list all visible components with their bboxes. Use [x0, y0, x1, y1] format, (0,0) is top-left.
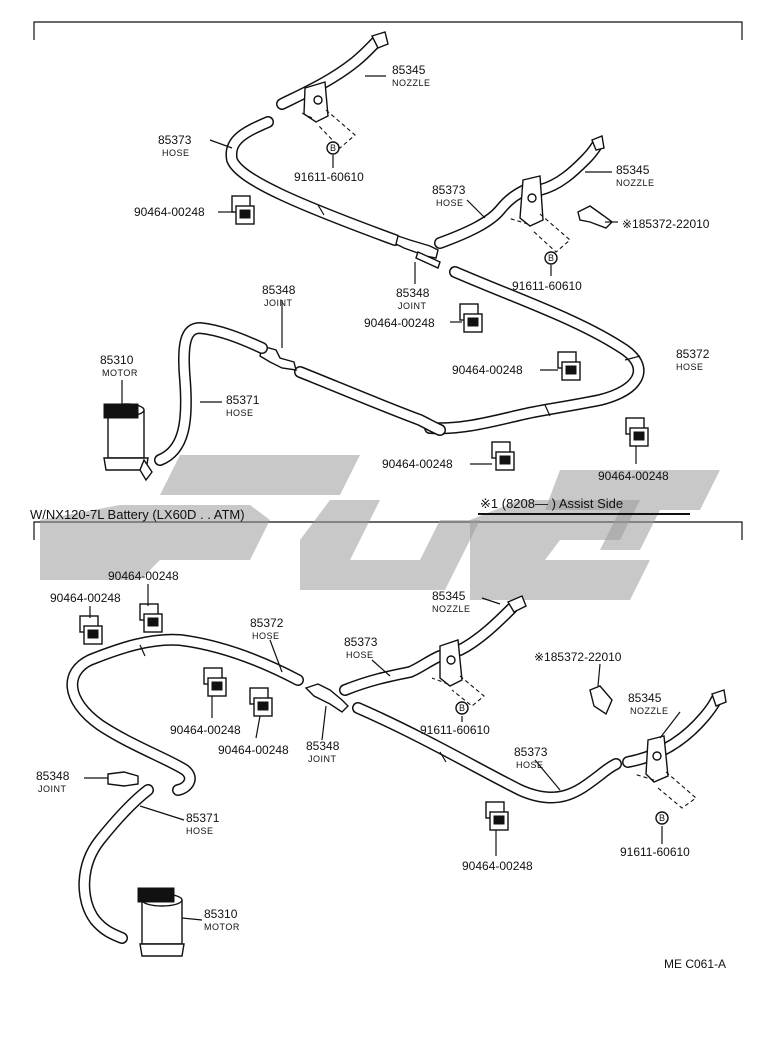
clamp-icon: [249, 687, 273, 717]
label-part-number: 90464-00248: [170, 723, 241, 737]
label-part-number: 91611-60610: [512, 279, 582, 293]
bottom-diagram: B B: [36, 569, 727, 971]
label-part-name: HOSE: [436, 198, 464, 208]
clamp-icon: [203, 667, 227, 697]
label-part-name: HOSE: [516, 760, 544, 770]
clamp-icon: [625, 417, 649, 447]
battery-caption: W/NX120-7L Battery (LX60D . . ATM): [30, 507, 245, 522]
label-part-number: 85348: [396, 286, 430, 300]
label-part-name: JOINT: [38, 784, 67, 794]
motor-top: [103, 403, 153, 482]
label-part-number: 85348: [36, 769, 70, 783]
label-part-name: HOSE: [676, 362, 704, 372]
clamp-icon: [459, 303, 483, 333]
label-part-number: 85373: [158, 133, 192, 147]
label-part-number: 90464-00248: [50, 591, 121, 605]
label-part-name: MOTOR: [102, 368, 138, 378]
label-part-name: HOSE: [252, 631, 280, 641]
bolt-mark: B: [659, 813, 666, 823]
label-part-number: 90464-00248: [108, 569, 179, 583]
label-part-name: NOZZLE: [616, 178, 655, 188]
label-part-number: ※185372-22010: [534, 650, 622, 664]
label-part-number: 91611-60610: [420, 723, 490, 737]
label-part-name: MOTOR: [204, 922, 240, 932]
label-part-name: HOSE: [346, 650, 374, 660]
label-part-number: 91611-60610: [620, 845, 690, 859]
label-part-number: 85371: [186, 811, 220, 825]
label-part-number: 90464-00248: [364, 316, 435, 330]
label-part-number: 90464-00248: [462, 859, 533, 873]
label-part-number: 90464-00248: [452, 363, 523, 377]
label-part-number: ※185372-22010: [622, 217, 710, 231]
label-part-name: HOSE: [226, 408, 254, 418]
label-part-number: 91611-60610: [294, 170, 364, 184]
label-part-number: 90464-00248: [134, 205, 205, 219]
label-part-number: 85348: [262, 283, 296, 297]
top-diagram: B B: [30, 31, 710, 522]
label-part-name: NOZZLE: [392, 78, 431, 88]
bolt-mark: B: [330, 143, 337, 153]
bracket-icon: [577, 205, 614, 229]
label-part-number: 85345: [432, 589, 466, 603]
label-part-number: 85348: [306, 739, 340, 753]
label-part-number: 85345: [628, 691, 662, 705]
label-part-name: JOINT: [398, 301, 427, 311]
label-part-name: HOSE: [186, 826, 214, 836]
label-part-name: JOINT: [308, 754, 337, 764]
label-part-name: JOINT: [264, 298, 293, 308]
clamp-icon: [231, 195, 255, 225]
label-part-number: 90464-00248: [218, 743, 289, 757]
label-part-number: 85371: [226, 393, 260, 407]
label-part-number: 85372: [250, 616, 284, 630]
bracket-icon: [589, 685, 613, 716]
watermark-logo: [40, 455, 720, 600]
label-part-number: 85373: [344, 635, 378, 649]
label-part-number: 85373: [432, 183, 466, 197]
clamp-icon: [491, 441, 515, 471]
label-part-number: 85345: [616, 163, 650, 177]
clamp-icon: [557, 351, 581, 381]
figure-code: ME C061-A: [664, 957, 726, 971]
clamp-icon: [485, 801, 509, 831]
label-part-name: NOZZLE: [432, 604, 471, 614]
label-part-number: 85310: [100, 353, 134, 367]
bolt-mark: B: [459, 703, 466, 713]
label-part-number: 90464-00248: [598, 469, 669, 483]
assist-side-note: ※1 (8208— ) Assist Side: [480, 496, 623, 511]
label-part-number: 85372: [676, 347, 710, 361]
label-part-number: 85345: [392, 63, 426, 77]
frame-lines: [33, 21, 743, 540]
label-part-name: HOSE: [162, 148, 190, 158]
label-part-name: NOZZLE: [630, 706, 669, 716]
motor-bottom: [137, 887, 185, 957]
clamp-icon: [139, 603, 163, 633]
label-part-number: 85310: [204, 907, 238, 921]
clamp-icon: [79, 615, 103, 645]
label-part-number: 90464-00248: [382, 457, 453, 471]
label-part-number: 85373: [514, 745, 548, 759]
bolt-mark: B: [548, 253, 555, 263]
